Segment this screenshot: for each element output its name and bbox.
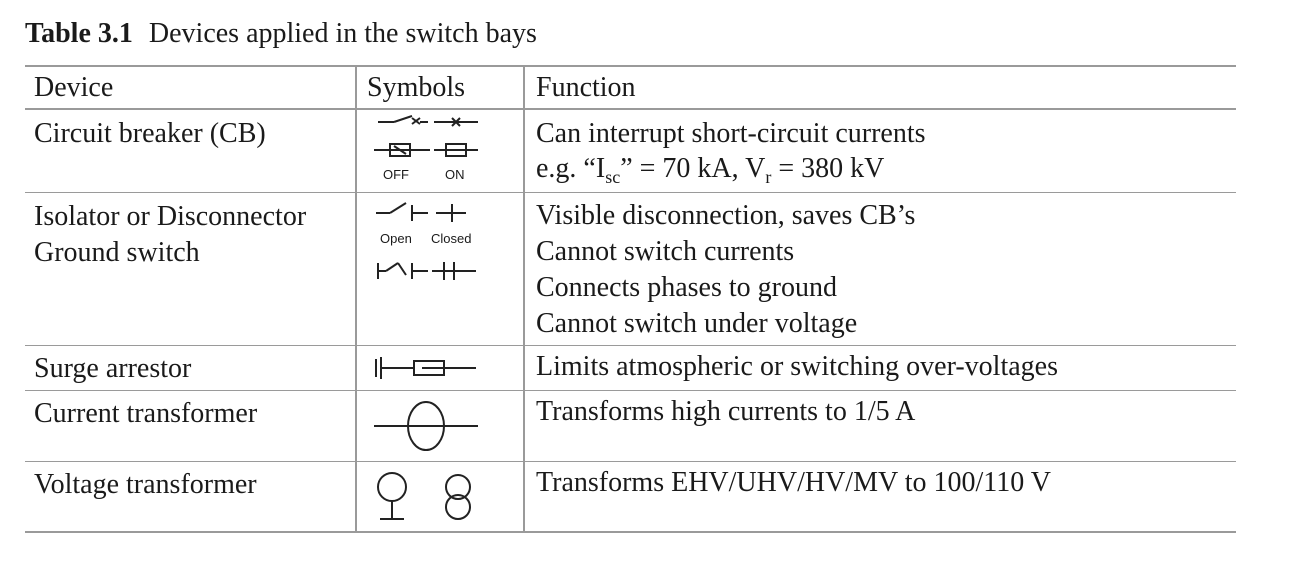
device-ground-switch: Ground switch: [34, 237, 200, 268]
voltage-transformer-symbol-icon: [377, 472, 471, 520]
current-transformer-symbol-icon: [374, 401, 478, 451]
device-isolator: Isolator or Disconnector: [34, 201, 307, 232]
function-ground-switch-line1: Connects phases to ground: [536, 272, 837, 303]
breaker-off-label: OFF: [383, 167, 409, 182]
function-isolator-line2: Cannot switch currents: [536, 236, 795, 267]
column-divider: [355, 66, 357, 532]
device-circuit-breaker: Circuit breaker (CB): [34, 118, 266, 149]
function-circuit-breaker-line1: Can interrupt short-circuit currents: [536, 118, 926, 149]
breaker-on-label: ON: [445, 167, 465, 182]
function-voltage-transformer: Transforms EHV/UHV/HV/MV to 100/110 V: [536, 467, 1051, 498]
header-function: Function: [536, 72, 636, 103]
table-caption-text: Devices applied in the switch bays: [148, 18, 537, 49]
function-surge-arrestor: Limits atmospheric or switching over-vol…: [536, 351, 1058, 382]
function-ground-switch-line2: Cannot switch under voltage: [536, 308, 858, 339]
surge-arrestor-symbol-icon: [375, 357, 476, 379]
isolator-open-label: Open: [380, 231, 412, 246]
circuit-breaker-symbol-icon: [374, 115, 478, 157]
table-bottom-rule: [25, 531, 1236, 533]
device-surge-arrestor: Surge arrestor: [34, 353, 192, 384]
table-caption-label: Table 3.1: [25, 18, 133, 49]
header-symbols: Symbols: [367, 72, 466, 103]
table-header-rule: [25, 108, 1236, 110]
row-divider: [25, 345, 1236, 346]
table-top-rule: [25, 65, 1236, 67]
function-current-transformer: Transforms high currents to 1/5 A: [536, 396, 916, 427]
header-device: Device: [34, 72, 114, 103]
row-divider: [25, 192, 1236, 193]
function-circuit-breaker-line2: e.g. “Isc” = 70 kA, Vr = 380 kV: [536, 153, 885, 187]
device-voltage-transformer: Voltage transformer: [34, 469, 257, 500]
function-isolator-line1: Visible disconnection, saves CB’s: [536, 200, 916, 231]
row-divider: [25, 390, 1236, 391]
table-caption: Table 3.1 Devices applied in the switch b…: [25, 18, 537, 50]
row-divider: [25, 461, 1236, 462]
isolator-closed-label: Closed: [431, 231, 472, 246]
column-divider: [523, 66, 525, 532]
ground-switch-symbol-icon: [377, 262, 476, 280]
isolator-symbol-icon: [376, 202, 466, 222]
device-current-transformer: Current transformer: [34, 398, 258, 429]
